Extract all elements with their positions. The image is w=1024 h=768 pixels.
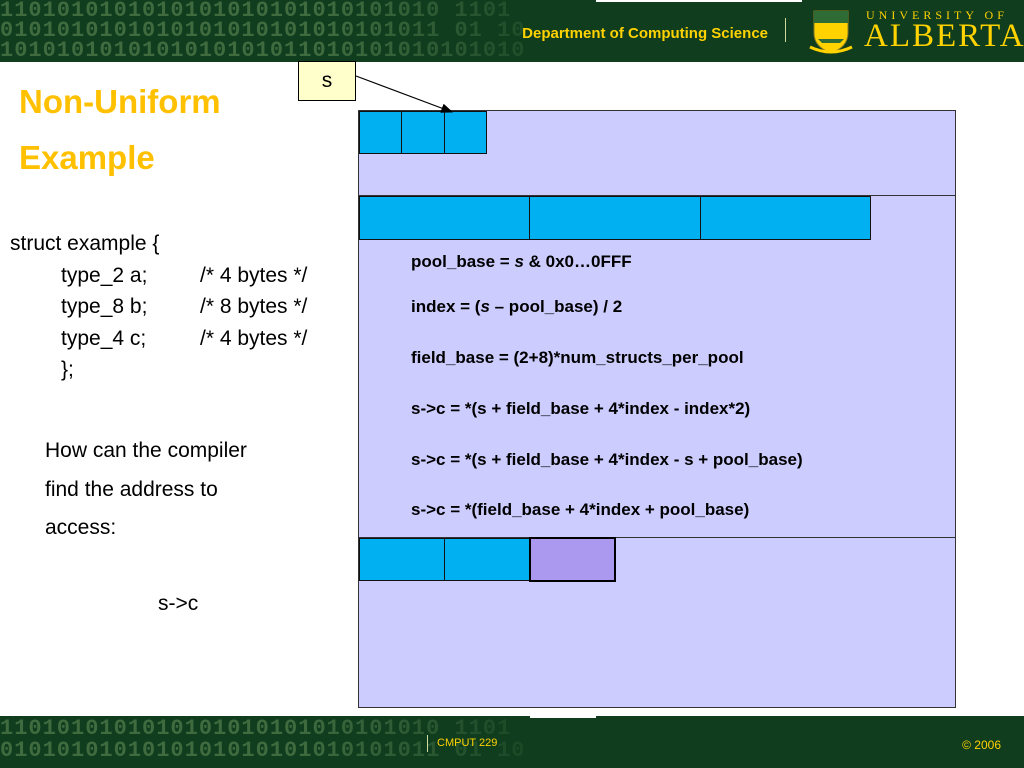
code-line: struct example {	[10, 232, 160, 255]
pool-divider	[358, 537, 956, 538]
code-line: type_2 a; /* 4 bytes */	[10, 260, 307, 292]
header-bar: 1101010101010101010101010101010 1101 010…	[0, 0, 1024, 62]
formula-line: s->c = *(s + field_base + 4*index - s + …	[411, 450, 803, 469]
footer-fade	[300, 716, 600, 768]
formula-line: s->c = *(s + field_base + 4*index - inde…	[411, 399, 751, 418]
formula-line: pool_base = s & 0x0…0FFF	[411, 252, 632, 271]
field-decl: type_8 b;	[61, 295, 148, 318]
field-a-cell	[401, 111, 445, 154]
header-accent-line	[596, 0, 802, 2]
footer-bar: 1101010101010101010101010101010 1101 010…	[0, 716, 1024, 768]
university-label: UNIVERSITY OF	[866, 8, 1008, 22]
code-line: type_4 c; /* 4 bytes */	[10, 323, 307, 355]
target-c-cell	[529, 537, 616, 582]
formula-line: field_base = (2+8)*num_structs_per_pool	[411, 348, 744, 367]
question-line: How can the compiler	[45, 439, 247, 462]
slide-title-line: Example	[19, 139, 155, 176]
code-line: };	[10, 354, 159, 386]
field-comment: /* 4 bytes */	[200, 263, 308, 287]
formula-line: index = (s – pool_base) / 2	[411, 297, 623, 316]
struct-code: struct example { type_2 a; /* 4 bytes */…	[10, 228, 307, 386]
field-decl: type_4 c;	[61, 326, 147, 350]
field-a-cell	[444, 111, 487, 154]
field-c-cell	[359, 538, 445, 581]
code-close: };	[61, 358, 74, 381]
footer-accent-line	[530, 716, 596, 718]
course-label: CMPUT 229	[437, 737, 498, 749]
footer-divider	[427, 735, 428, 752]
field-c-cell	[444, 538, 530, 581]
question-line: find the address to	[45, 477, 218, 501]
question-text: How can the compiler find the address to…	[45, 432, 315, 548]
field-comment: /* 8 bytes */	[200, 295, 308, 318]
university-crest-icon	[809, 10, 853, 54]
field-b-cell	[529, 196, 701, 240]
pool-divider	[358, 195, 956, 196]
field-b-cell	[359, 196, 530, 240]
access-expression: s->c	[158, 592, 199, 615]
field-b-cell	[700, 196, 871, 240]
question-line: access:	[45, 516, 117, 539]
copyright-year: © 2006	[962, 738, 1001, 752]
field-a-cell	[359, 111, 402, 154]
university-name: ALBERTA	[864, 18, 1024, 54]
header-fade	[330, 0, 630, 62]
pointer-s-box: s	[298, 61, 356, 101]
formula-line: s->c = *(field_base + 4*index + pool_bas…	[411, 500, 750, 519]
field-decl: type_2 a;	[61, 263, 148, 287]
slide-title-line: Non-Uniform	[19, 83, 221, 120]
department-name: Department of Computing Science	[522, 25, 768, 42]
field-comment: /* 4 bytes */	[200, 326, 308, 350]
code-line: type_8 b; /* 8 bytes */	[10, 291, 307, 323]
slide-title: Non-Uniform Example	[19, 74, 319, 186]
header-divider	[785, 18, 786, 42]
